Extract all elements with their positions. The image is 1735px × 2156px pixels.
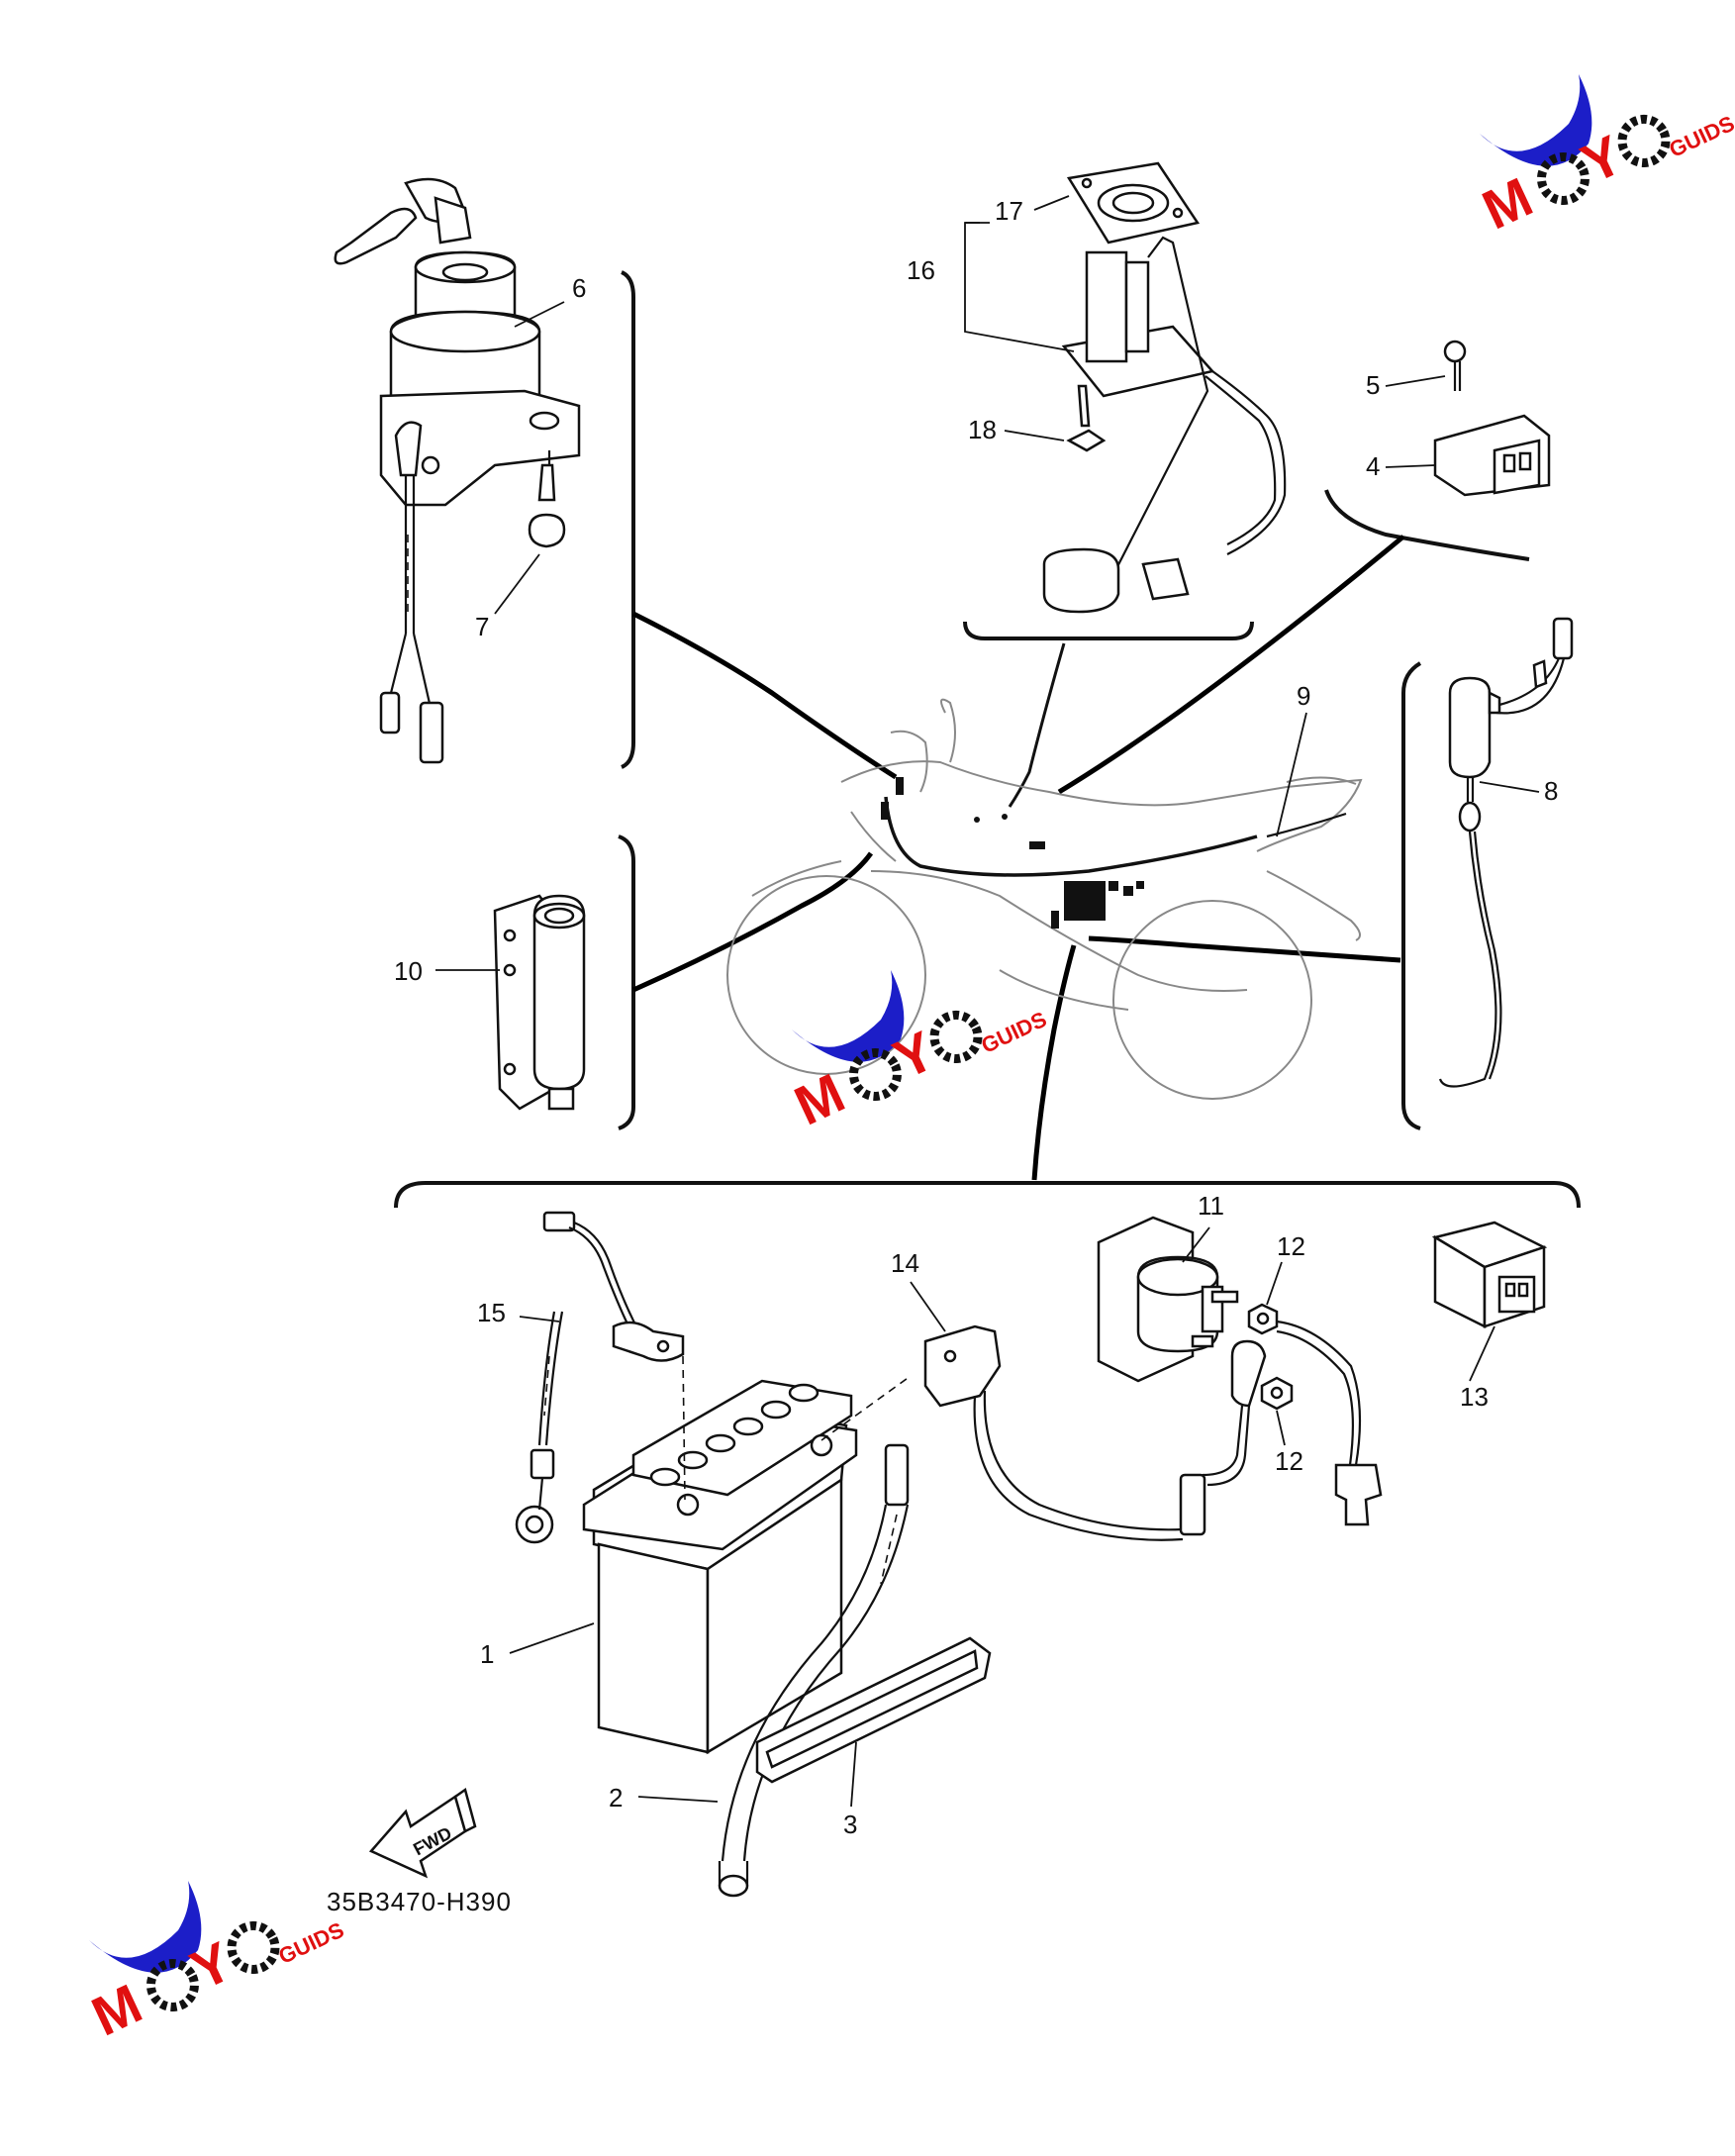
connector-line-relay bbox=[1057, 535, 1405, 795]
flasher-relay-part-13 bbox=[1431, 1221, 1548, 1329]
ignition-coil-part-10 bbox=[493, 894, 586, 1111]
fwd-arrow-icon: FWD bbox=[368, 1787, 477, 1879]
fuel-sender-part-16 bbox=[1042, 161, 1287, 614]
label-part-7: 7 bbox=[475, 612, 489, 641]
label-part-13: 13 bbox=[1460, 1382, 1489, 1412]
leader-part-12-upper bbox=[1266, 1261, 1283, 1306]
label-part-4: 4 bbox=[1366, 451, 1380, 481]
leader-part-5 bbox=[1385, 375, 1446, 387]
leader-part-7 bbox=[494, 553, 540, 615]
leader-part-6 bbox=[514, 301, 565, 328]
svg-text:M: M bbox=[82, 1972, 150, 2048]
leader-part-1 bbox=[509, 1622, 595, 1654]
watermark-logo-center: M Y GUIDS bbox=[785, 970, 1051, 1137]
bracket-neutral-switch-group bbox=[1401, 661, 1422, 1130]
label-part-11: 11 bbox=[1198, 1191, 1224, 1221]
bracket-fuel-sender-group bbox=[963, 621, 1254, 640]
label-part-2: 2 bbox=[609, 1783, 623, 1813]
bracket-battery-group bbox=[394, 1181, 1581, 1209]
label-part-1: 1 bbox=[480, 1639, 494, 1669]
label-part-6: 6 bbox=[572, 273, 586, 303]
leader-part-13 bbox=[1469, 1325, 1495, 1382]
diagram-code: 35B3470-H390 bbox=[327, 1887, 512, 1916]
ignition-switch-part-6 bbox=[334, 177, 581, 764]
label-part-3: 3 bbox=[843, 1810, 857, 1839]
leader-part-14 bbox=[910, 1281, 946, 1332]
motorcycle-outline bbox=[726, 698, 1363, 1100]
label-part-8: 8 bbox=[1544, 776, 1558, 806]
leader-part-11 bbox=[1182, 1226, 1210, 1263]
starter-relay-part-11 bbox=[1097, 1216, 1383, 1536]
label-part-9: 9 bbox=[1297, 681, 1310, 711]
watermark-logo-bottom-left: M Y GUIDS bbox=[82, 1881, 348, 2048]
leader-part-3 bbox=[850, 1741, 857, 1808]
label-part-10: 10 bbox=[394, 956, 423, 986]
leader-part-16 bbox=[964, 222, 1075, 352]
label-part-17: 17 bbox=[995, 196, 1023, 226]
watermark-logo-top-right: M Y GUIDS bbox=[1473, 74, 1735, 242]
label-part-5: 5 bbox=[1366, 370, 1380, 400]
leader-part-2 bbox=[637, 1796, 719, 1803]
label-part-14: 14 bbox=[891, 1248, 919, 1278]
label-part-12-lower: 12 bbox=[1275, 1446, 1303, 1476]
leader-part-15 bbox=[519, 1316, 560, 1323]
leader-part-4 bbox=[1385, 464, 1436, 468]
connector-line-coil bbox=[631, 851, 874, 993]
watermark-label: GUIDS bbox=[1666, 111, 1735, 162]
label-part-15: 15 bbox=[477, 1298, 506, 1327]
bracket-relay-group bbox=[1324, 489, 1530, 561]
leader-part-17 bbox=[1033, 195, 1070, 211]
neutral-switch-part-8 bbox=[1438, 617, 1574, 1088]
bracket-coil-group bbox=[618, 834, 635, 1130]
terminal-cover-part-14 bbox=[923, 1324, 1184, 1541]
battery-part-1 bbox=[582, 1355, 912, 1755]
leader-part-8 bbox=[1479, 781, 1540, 793]
svg-text:M: M bbox=[1473, 165, 1541, 242]
watermark-label: GUIDS bbox=[978, 1007, 1051, 1058]
label-part-16: 16 bbox=[907, 255, 935, 285]
battery-band-part-3 bbox=[755, 1636, 992, 1784]
leader-part-18 bbox=[1004, 430, 1065, 441]
nut-part-12-lower bbox=[1260, 1376, 1294, 1411]
leader-part-12-lower bbox=[1276, 1410, 1286, 1446]
label-part-18: 18 bbox=[968, 415, 997, 444]
connector-line-fuel bbox=[1008, 642, 1066, 808]
connector-line-battery bbox=[1031, 944, 1077, 1181]
label-part-12-upper: 12 bbox=[1277, 1231, 1305, 1261]
connector-line-neutral bbox=[1088, 935, 1401, 963]
breather-hose-part-2 bbox=[718, 1443, 910, 1898]
watermark-label: GUIDS bbox=[275, 1917, 348, 1969]
leader-part-9 bbox=[1276, 712, 1307, 837]
bracket-ignition-group bbox=[621, 270, 635, 769]
nut-part-12-upper bbox=[1247, 1303, 1279, 1335]
relay-unit-part-4 bbox=[1433, 340, 1551, 497]
battery-cable-part-15 bbox=[515, 1211, 685, 1544]
connector-line-ignition bbox=[631, 611, 898, 780]
